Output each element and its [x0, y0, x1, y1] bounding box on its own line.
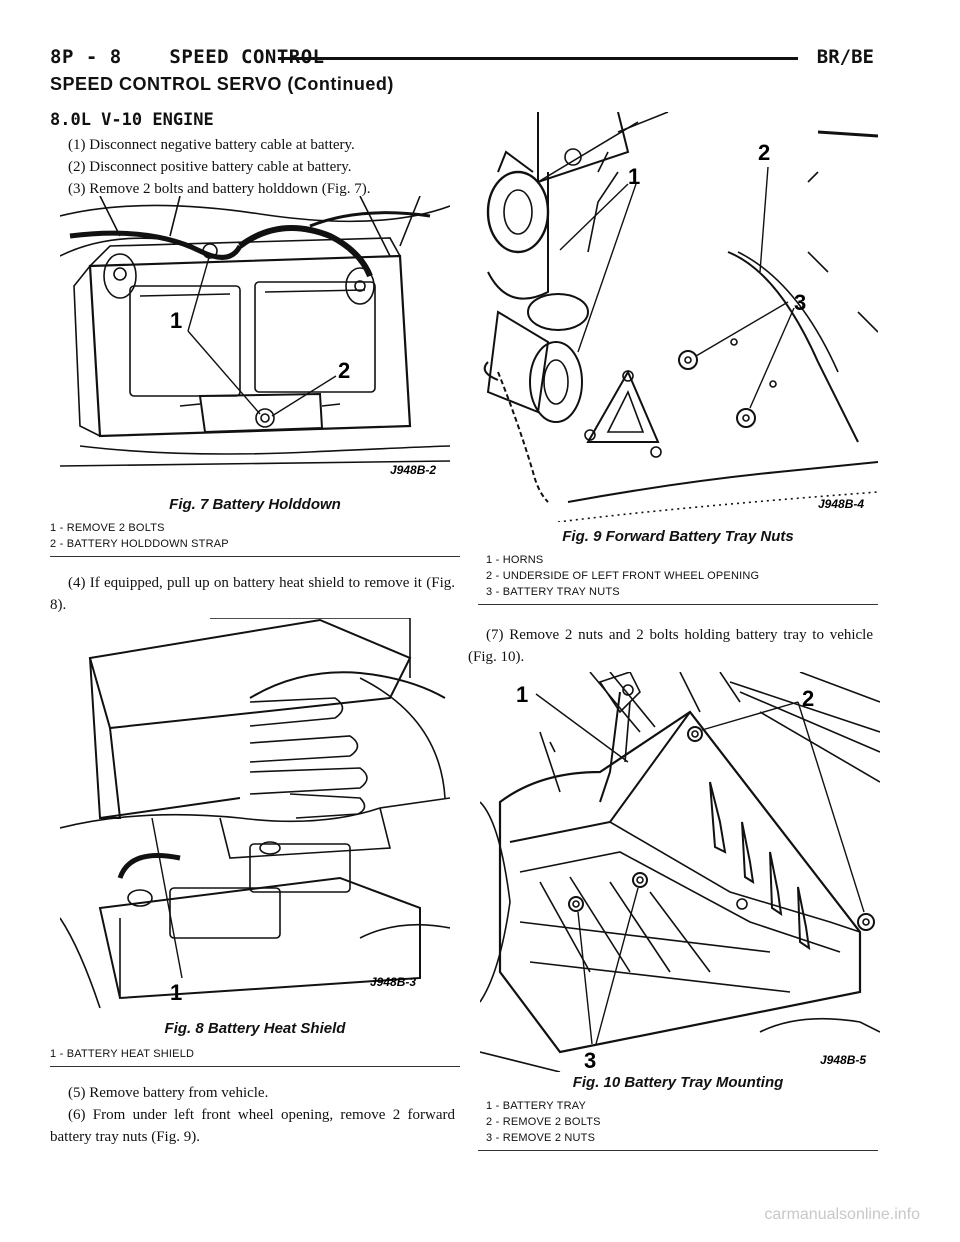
step-5: (5) Remove battery from vehicle. — [68, 1085, 269, 1101]
fig9-forward-battery-tray-nuts-illustration: 1 2 3 J948B-4 — [483, 112, 878, 522]
fig10-code: J948B-5 — [820, 1053, 866, 1067]
fig7-callout-1: 1 — [170, 308, 182, 333]
steps-1-3: (1) Disconnect negative battery cable at… — [50, 134, 450, 200]
fig7-legend-2: 2 - BATTERY HOLDDOWN STRAP — [50, 538, 229, 550]
step-1: (1) Disconnect negative battery cable at… — [68, 137, 355, 153]
fig9-legend-1: 1 - HORNS — [486, 554, 544, 566]
step-7-block: (7) Remove 2 nuts and 2 bolts holding ba… — [468, 624, 873, 668]
step-4: (4) If equipped, pull up on battery heat… — [50, 575, 455, 613]
fig10-legend-3: 3 - REMOVE 2 NUTS — [486, 1132, 596, 1144]
header-rule — [278, 57, 798, 60]
fig8-caption: Fig. 8 Battery Heat Shield — [164, 1020, 346, 1037]
step-4-block: (4) If equipped, pull up on battery heat… — [50, 572, 455, 616]
fig8-battery-heat-shield-illustration: 1 J948B-3 — [60, 618, 450, 1009]
fig8-legend-1: 1 - BATTERY HEAT SHIELD — [50, 1048, 195, 1060]
fig9-callout-2: 2 — [758, 140, 770, 165]
fig8-legend: 1 - BATTERY HEAT SHIELD — [50, 1046, 460, 1062]
fig10-legend-1: 1 - BATTERY TRAY — [486, 1100, 586, 1112]
step-6: (6) From under left front wheel opening,… — [50, 1107, 455, 1145]
fig9-code: J948B-4 — [818, 497, 864, 511]
fig8-code: J948B-3 — [370, 975, 416, 989]
fig8-callout-1: 1 — [170, 980, 182, 1005]
fig10-caption: Fig. 10 Battery Tray Mounting — [572, 1074, 784, 1091]
fig10-legend-2: 2 - REMOVE 2 BOLTS — [486, 1116, 601, 1128]
fig10-rule — [478, 1150, 878, 1151]
fig10-battery-tray-mounting-illustration: 1 2 3 J948B-5 — [480, 672, 880, 1072]
continued-title: SPEED CONTROL SERVO (Continued) — [50, 74, 394, 94]
fig7-code: J948B-2 — [390, 463, 436, 477]
fig10-legend: 1 - BATTERY TRAY 2 - REMOVE 2 BOLTS 3 - … — [486, 1098, 886, 1146]
fig7-legend: 1 - REMOVE 2 BOLTS 2 - BATTERY HOLDDOWN … — [50, 520, 460, 552]
fig10-callout-1: 1 — [516, 682, 528, 707]
fig9-legend-2: 2 - UNDERSIDE OF LEFT FRONT WHEEL OPENIN… — [486, 570, 760, 582]
fig9-legend: 1 - HORNS 2 - UNDERSIDE OF LEFT FRONT WH… — [486, 552, 886, 600]
section-title: 8.0L V-10 ENGINE — [50, 110, 214, 130]
fig10-callout-2: 2 — [802, 686, 814, 711]
step-3: (3) Remove 2 bolts and battery holddown … — [68, 181, 371, 197]
fig7-battery-holddown-illustration: 1 2 J948B-2 — [60, 196, 450, 477]
fig9-callout-1: 1 — [628, 164, 640, 189]
fig9-callout-3: 3 — [794, 290, 806, 315]
steps-5-6-block: (5) Remove battery from vehicle. (6) Fro… — [50, 1082, 455, 1148]
fig9-legend-3: 3 - BATTERY TRAY NUTS — [486, 586, 620, 598]
page-header-right: BR/BE — [816, 46, 874, 68]
fig9-caption: Fig. 9 Forward Battery Tray Nuts — [562, 528, 794, 545]
fig10-callout-3: 3 — [584, 1048, 596, 1072]
step-7: (7) Remove 2 nuts and 2 bolts holding ba… — [468, 627, 873, 665]
fig7-legend-1: 1 - REMOVE 2 BOLTS — [50, 522, 165, 534]
watermark: carmanualsonline.info — [764, 1206, 920, 1223]
fig9-rule — [478, 604, 878, 605]
fig7-rule — [50, 556, 460, 557]
fig8-rule — [50, 1066, 460, 1067]
fig7-callout-2: 2 — [338, 358, 350, 383]
step-2: (2) Disconnect positive battery cable at… — [68, 159, 352, 175]
fig7-caption: Fig. 7 Battery Holddown — [169, 496, 341, 513]
